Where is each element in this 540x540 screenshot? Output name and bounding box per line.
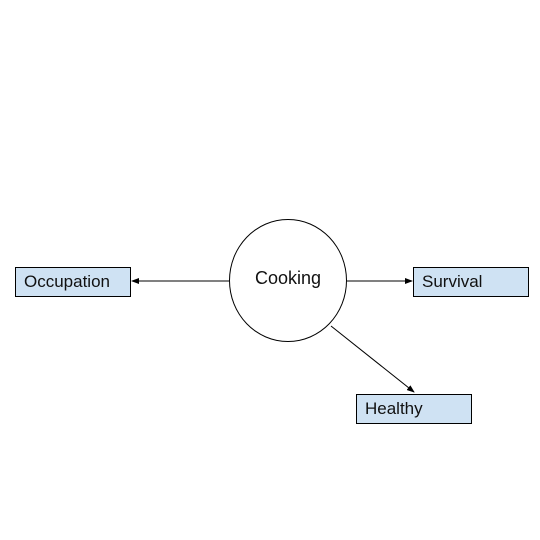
cooking-circle-node[interactable]: Cooking: [229, 219, 347, 342]
healthy-box-node[interactable]: Healthy: [356, 394, 472, 424]
healthy-label: Healthy: [365, 399, 423, 418]
cooking-label: Cooking: [254, 268, 322, 288]
edge-cooking-to-healthy: [330, 325, 415, 393]
occupation-box-node[interactable]: Occupation: [15, 267, 131, 297]
survival-label: Survival: [422, 272, 483, 291]
survival-box-node[interactable]: Survival: [413, 267, 529, 297]
occupation-label: Occupation: [24, 272, 110, 291]
